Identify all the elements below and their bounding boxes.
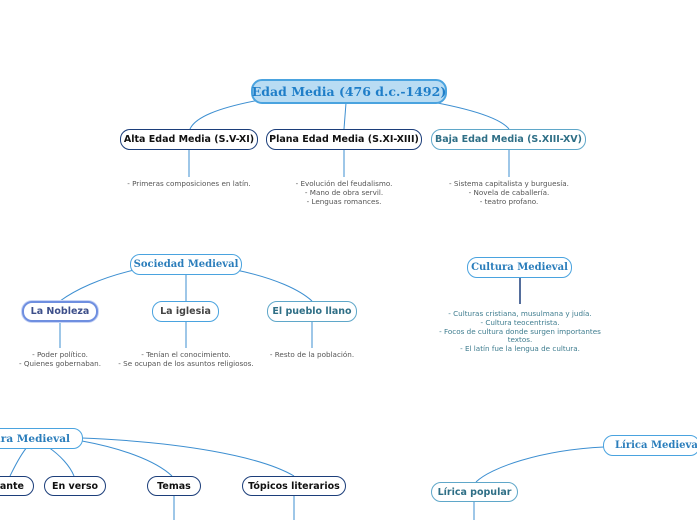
note-line: - Lenguas romances.: [306, 196, 382, 206]
node-lirica-medieval[interactable]: Lírica Medieval: [603, 435, 697, 456]
note-line: - Tenían el conocimiento.: [141, 350, 231, 359]
node-cultura-medieval[interactable]: Cultura Medieval: [467, 257, 572, 278]
node-label: Lírica popular: [437, 486, 512, 498]
node-plana-edad-media[interactable]: Plana Edad Media (S.XI-XIII): [266, 129, 422, 150]
note-line: - Resto de la población.: [269, 350, 355, 359]
note-line: - Culturas cristiana, musulmana y judía.: [448, 309, 592, 318]
node-label: La iglesia: [160, 306, 211, 317]
node-alta-edad-media[interactable]: Alta Edad Media (S.V-XI): [120, 129, 258, 150]
connector-lit-temas: [81, 440, 173, 477]
node-label: Plana Edad Media (S.XI-XIII): [269, 134, 419, 145]
note-line: - Primeras composiciones en latín.: [127, 179, 251, 188]
note-line: - teatro profano.: [479, 196, 539, 206]
root-node-edad-media[interactable]: Edad Media (476 d.c.-1492): [251, 79, 447, 104]
note-cultura-medieval: - Culturas cristiana, musulmana y judía.…: [425, 309, 615, 354]
note-line: - Sistema capitalista y burguesía.: [449, 179, 569, 188]
node-zante[interactable]: zante: [0, 476, 34, 496]
node-temas[interactable]: Temas: [147, 476, 201, 496]
note-line: - Mano de obra servil.: [304, 187, 384, 197]
note-la-iglesia: - Tenían el conocimiento. - Se ocupan de…: [106, 350, 266, 369]
node-lirica-popular[interactable]: Lírica popular: [431, 482, 518, 502]
note-plana-edad-media: - Evolución del feudalismo. - Mano de ob…: [264, 179, 424, 206]
note-la-nobleza: - Poder político. - Quienes gobernaban.: [0, 350, 120, 369]
connector-soc-pueblo: [235, 269, 313, 302]
connector-root-plana: [343, 102, 347, 130]
node-label: Baja Edad Media (S.XIII-XV): [434, 134, 582, 145]
connector-soc-nobleza: [59, 269, 135, 302]
note-line: - El latín fue la lengua de cultura.: [460, 344, 580, 354]
note-line: - Focos de cultura donde surgen importan…: [439, 326, 601, 336]
node-literatura-medieval[interactable]: atura Medieval: [0, 428, 83, 449]
node-label: Lírica Medieval: [615, 440, 697, 451]
root-label: Edad Media (476 d.c.-1492): [251, 84, 447, 99]
note-line: - Novela de caballería.: [468, 187, 550, 197]
node-label: Sociedad Medieval: [133, 259, 239, 270]
connector-lirica-popular: [475, 446, 605, 483]
node-la-iglesia[interactable]: La iglesia: [152, 301, 219, 322]
note-line: - Cultura teocentrista.: [480, 317, 560, 327]
node-la-nobleza[interactable]: La Nobleza: [22, 301, 98, 322]
node-label: zante: [0, 480, 24, 492]
connector-root-alta: [189, 98, 266, 130]
note-alta-edad-media: - Primeras composiciones en latín.: [109, 179, 269, 189]
node-label: La Nobleza: [30, 306, 90, 317]
connector-lit-verso: [47, 446, 75, 477]
node-baja-edad-media[interactable]: Baja Edad Media (S.XIII-XV): [431, 129, 586, 150]
note-el-pueblo-llano: - Resto de la población.: [252, 350, 372, 360]
node-label: atura Medieval: [0, 432, 70, 445]
note-line: - Evolución del feudalismo.: [295, 179, 393, 188]
connector-lit-topicos: [81, 437, 295, 477]
note-line: - Quienes gobernaban.: [18, 358, 102, 368]
node-label: Temas: [157, 480, 191, 492]
note-line: textos.: [507, 335, 533, 345]
note-line: - Poder político.: [32, 350, 88, 359]
node-label: Tópicos literarios: [248, 480, 340, 492]
connector-lit-zante: [9, 445, 29, 477]
node-en-verso[interactable]: En verso: [44, 476, 106, 496]
node-label: El pueblo llano: [272, 306, 352, 317]
node-el-pueblo-llano[interactable]: El pueblo llano: [267, 301, 357, 322]
node-topicos-literarios[interactable]: Tópicos literarios: [242, 476, 346, 496]
note-baja-edad-media: - Sistema capitalista y burguesía. - Nov…: [429, 179, 589, 206]
node-label: Alta Edad Media (S.V-XI): [123, 134, 255, 145]
node-label: En verso: [51, 480, 99, 492]
note-line: - Se ocupan de los asuntos religiosos.: [118, 358, 254, 368]
node-label: Cultura Medieval: [471, 262, 568, 273]
node-sociedad-medieval[interactable]: Sociedad Medieval: [130, 254, 242, 275]
